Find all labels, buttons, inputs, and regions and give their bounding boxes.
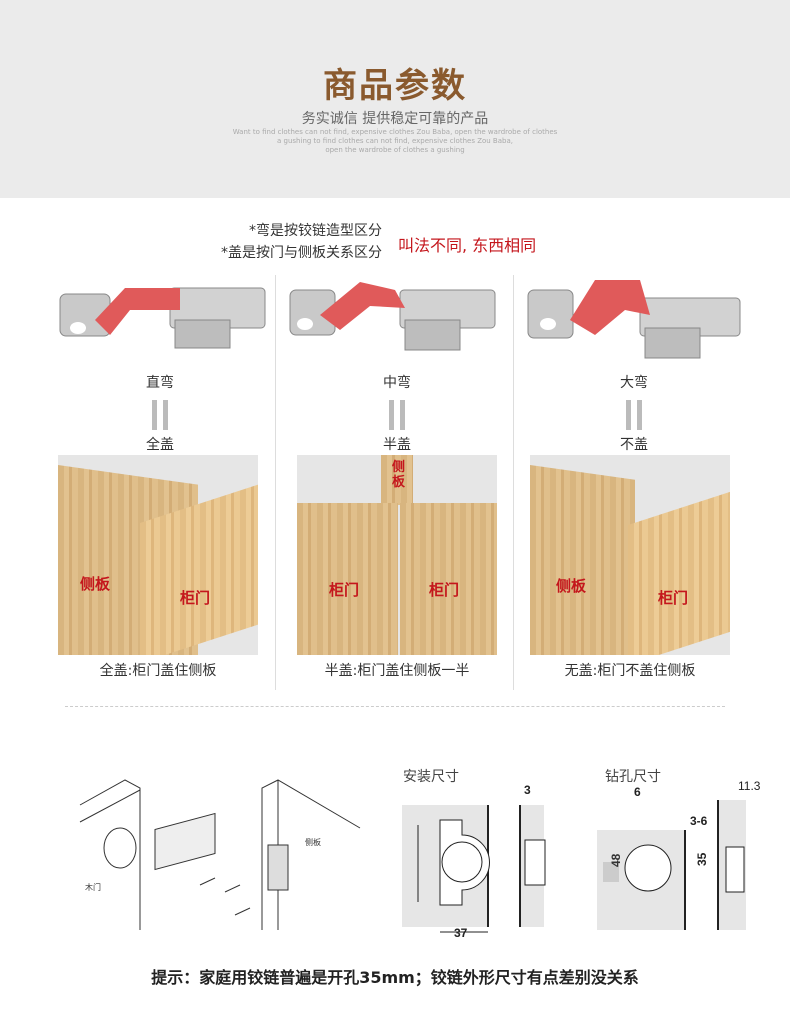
drill-depth-outline bbox=[725, 846, 745, 893]
door-text: 木门 bbox=[85, 882, 101, 892]
column-divider bbox=[513, 275, 514, 690]
cover-label: 全盖 bbox=[146, 437, 174, 453]
hinge-cup-outline bbox=[441, 841, 483, 883]
dimension-label-background bbox=[603, 862, 619, 882]
hinge-straight-icon bbox=[59, 287, 266, 349]
hinge-cup-hole bbox=[103, 827, 137, 869]
column-divider bbox=[275, 275, 276, 690]
dim-48: 48 bbox=[609, 853, 623, 867]
drill-size-title: 钻孔尺寸 bbox=[605, 769, 661, 785]
door-label: 柜门 bbox=[329, 581, 360, 599]
dim-3: 3 bbox=[524, 783, 531, 797]
no-overlay-image: 侧板 柜门 bbox=[530, 455, 730, 655]
type-column-full: 直弯 全盖 bbox=[50, 372, 270, 454]
door-panel bbox=[400, 503, 497, 655]
dim-37: 37 bbox=[454, 926, 468, 940]
install-size-title: 安装尺寸 bbox=[403, 769, 459, 785]
side-panel bbox=[381, 455, 413, 505]
english-line: Want to find clothes can not find, expen… bbox=[232, 128, 558, 136]
bend-label: 中弯 bbox=[383, 375, 411, 391]
screw-icon bbox=[234, 907, 251, 916]
door-panel bbox=[297, 503, 398, 655]
dimension-diagrams: 37 3 48 6 3-6 35 11.3 bbox=[402, 780, 761, 940]
hinge-medium-icon bbox=[289, 282, 496, 351]
side-panel bbox=[530, 465, 635, 655]
door-label: 柜门 bbox=[658, 589, 689, 607]
hinge-side-outline bbox=[524, 839, 546, 886]
door-outline bbox=[79, 779, 141, 930]
dim-6: 6 bbox=[634, 785, 641, 799]
full-overlay-image: 侧板 柜门 bbox=[58, 455, 258, 655]
page-subtitle: 务实诚信 提供稳定可靠的产品 bbox=[301, 111, 489, 127]
dim-11-3: 11.3 bbox=[738, 780, 761, 793]
note-cover: *盖是按门与侧板关系区分 bbox=[221, 245, 382, 261]
type-column-half: 中弯 半盖 bbox=[287, 372, 507, 454]
equals-icon bbox=[524, 400, 744, 430]
highlight-note: 叫法不同, 东西相同 bbox=[398, 236, 537, 255]
dim-3-6: 3-6 bbox=[690, 814, 708, 828]
hinge-body bbox=[154, 812, 216, 871]
caption-half: 半盖:柜门盖住侧板一半 bbox=[324, 663, 470, 679]
caption-none: 无盖:柜门不盖住侧板 bbox=[564, 663, 696, 679]
english-line: a gushing to find clothes can not find, … bbox=[277, 137, 513, 145]
bend-label: 大弯 bbox=[620, 375, 648, 391]
screw-icon bbox=[224, 884, 241, 893]
half-overlay-image: 侧板 柜门 柜门 bbox=[297, 455, 497, 655]
dim-35: 35 bbox=[695, 852, 709, 866]
bend-label: 直弯 bbox=[146, 375, 174, 391]
door-panel bbox=[628, 491, 730, 655]
type-column-none: 大弯 不盖 bbox=[524, 372, 744, 454]
side-panel-label: 侧板 bbox=[80, 575, 111, 593]
side-panel-outline bbox=[261, 779, 361, 930]
hinge-large-icon bbox=[527, 280, 741, 359]
side-panel-label: 侧板 bbox=[556, 577, 587, 595]
side-text: 侧板 bbox=[305, 837, 321, 847]
installation-diagram: 木门 侧板 bbox=[79, 779, 361, 930]
cover-label: 不盖 bbox=[620, 437, 648, 453]
mounting-plate bbox=[267, 844, 289, 891]
drill-hole-outline bbox=[624, 844, 672, 892]
door-label: 柜门 bbox=[180, 589, 211, 607]
door-edge-line bbox=[79, 789, 141, 823]
hinge-images bbox=[59, 280, 741, 359]
page-title: 商品参数 bbox=[323, 66, 467, 106]
header-banner bbox=[0, 0, 790, 198]
dashed-divider bbox=[65, 706, 725, 707]
equals-icon bbox=[287, 400, 507, 430]
side-panel-label: 侧板 bbox=[392, 460, 406, 490]
screw-icon bbox=[199, 877, 216, 886]
cover-label: 半盖 bbox=[383, 437, 411, 453]
english-line: open the wardrobe of clothes a gushing bbox=[325, 146, 465, 154]
equals-icon bbox=[50, 400, 270, 430]
tip-text: 提示：家庭用铰链普遍是开孔35mm；铰链外形尺寸有点差别没关系 bbox=[151, 968, 639, 987]
door-label: 柜门 bbox=[429, 581, 460, 599]
caption-full: 全盖:柜门盖住侧板 bbox=[99, 663, 217, 679]
note-bend: *弯是按铰链造型区分 bbox=[249, 223, 382, 239]
